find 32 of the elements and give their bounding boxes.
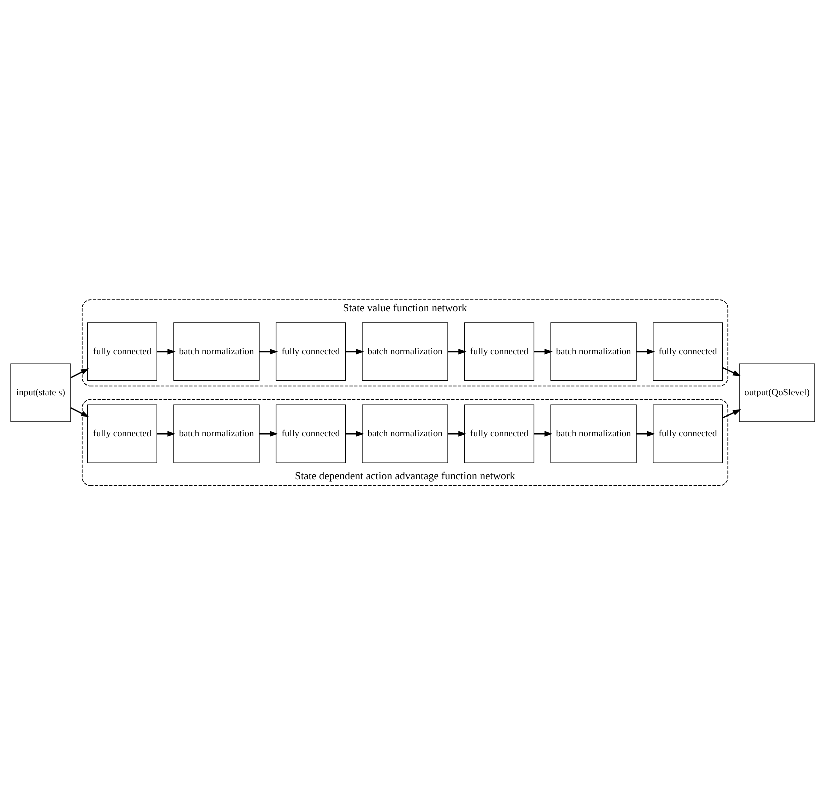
arrow [448, 430, 467, 436]
node-box: fully connected [653, 322, 724, 381]
node-box: fully connected [464, 322, 535, 381]
node-box: fully connected [87, 322, 158, 381]
node-box: fully connected [464, 404, 535, 463]
arrow [157, 348, 176, 354]
arrow [636, 430, 656, 436]
arrow [70, 368, 90, 378]
arrow [534, 348, 553, 354]
arrow [448, 348, 467, 354]
node-box: fully connected [87, 404, 158, 463]
arrow [722, 409, 742, 418]
arrow [722, 366, 742, 376]
arrow [636, 348, 656, 354]
arrow [534, 430, 553, 436]
node-box: batch normalization [174, 322, 260, 381]
node-box: batch normalization [362, 404, 448, 463]
node-box: batch normalization [550, 322, 637, 381]
node-box: input(state s) [10, 363, 72, 422]
node-box: fully connected [276, 322, 346, 381]
node-box: batch normalization [550, 404, 637, 463]
arrow [346, 430, 364, 436]
node-box: fully connected [276, 404, 346, 463]
node-box: fully connected [653, 404, 724, 463]
node-box: output(QoSlevel) [739, 363, 816, 422]
arrow [346, 348, 364, 354]
node-box: batch normalization [174, 404, 260, 463]
arrow [260, 348, 278, 354]
node-box: batch normalization [362, 322, 448, 381]
arrow [157, 430, 176, 436]
arrow [260, 430, 278, 436]
arrow [70, 406, 90, 417]
